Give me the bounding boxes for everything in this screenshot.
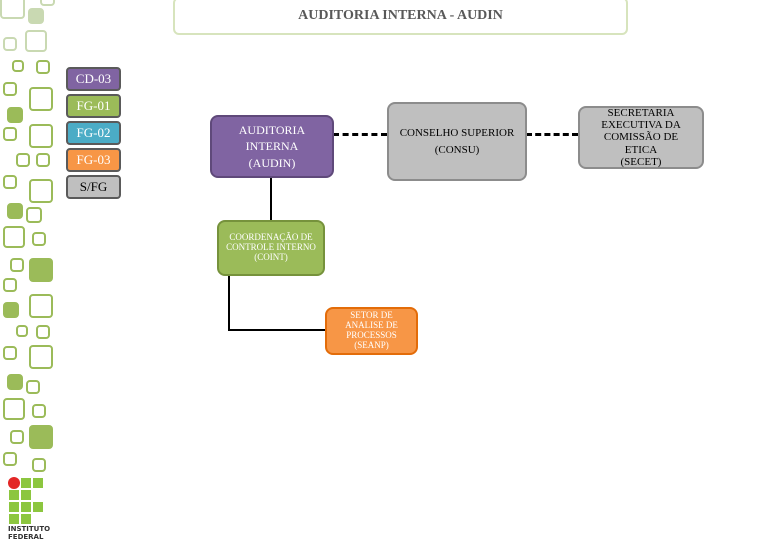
decorative-square [3, 127, 17, 141]
legend-s-fg: S/FG [66, 175, 121, 199]
decorative-square [3, 175, 17, 189]
decorative-square [32, 404, 46, 418]
decorative-square [36, 60, 50, 74]
connector-coint-seanp-h [228, 329, 326, 331]
decorative-square [3, 278, 17, 292]
decorative-square [29, 425, 53, 449]
logo-text-line1: INSTITUTO [8, 525, 51, 533]
decorative-square [29, 87, 53, 111]
decorative-square [3, 302, 19, 318]
decorative-square [10, 430, 24, 444]
decorative-square [29, 258, 53, 282]
decorative-square [7, 107, 23, 123]
legend-fg-01: FG-01 [66, 94, 121, 118]
node-name: AUDITORIA INTERNA [238, 123, 306, 154]
node-seanp[interactable]: SETOR DE ANALISE DE PROCESSOS (SEANP) [325, 307, 418, 355]
decorative-square [26, 380, 40, 394]
decorative-square [7, 374, 23, 390]
page-title: AUDITORIA INTERNA - AUDIN [173, 0, 628, 35]
node-code: (SECET) [620, 155, 662, 168]
node-audin[interactable]: AUDITORIA INTERNA (AUDIN) [210, 115, 334, 178]
node-code: (CONSU) [434, 143, 480, 156]
decorative-square [29, 124, 53, 148]
decorative-square [32, 458, 46, 472]
connector-coint-seanp-v [228, 275, 230, 331]
node-name: SETOR DE ANALISE DE PROCESSOS [345, 310, 398, 340]
decorative-square [0, 0, 25, 19]
decorative-square [7, 203, 23, 219]
decorative-square [25, 30, 47, 52]
decorative-square [36, 153, 50, 167]
node-code: (COINT) [254, 251, 288, 262]
node-code: (AUDIN) [248, 155, 296, 170]
decorative-square [3, 398, 25, 420]
decorative-square [16, 153, 30, 167]
decorative-square [26, 207, 42, 223]
decorative-square [16, 325, 28, 337]
decorative-square [29, 179, 53, 203]
node-secet[interactable]: SECRETARIA EXECUTIVA DA COMISSÃO DE ETIC… [578, 106, 704, 169]
decorative-square [36, 325, 50, 339]
logo-red-dot [8, 477, 20, 489]
decorative-square [10, 258, 24, 272]
decorative-square [3, 452, 17, 466]
node-coint[interactable]: COORDENAÇÃO DE CONTROLE INTERNO (COINT) [217, 220, 325, 276]
decorative-square [29, 294, 53, 318]
node-name: COORDENAÇÃO DE CONTROLE INTERNO [226, 232, 316, 253]
decorative-square [3, 226, 25, 248]
decorative-square [3, 37, 17, 51]
legend-cd-03: CD-03 [66, 67, 121, 91]
decorative-square [28, 8, 44, 24]
node-name: CONSELHO SUPERIOR [399, 127, 515, 139]
connector-audin-consu [333, 133, 387, 136]
decorative-square [3, 346, 17, 360]
connector-consu-secet [526, 133, 578, 136]
decorative-square [40, 0, 55, 6]
node-consu[interactable]: CONSELHO SUPERIOR (CONSU) [387, 102, 527, 181]
connector-audin-coint [270, 177, 272, 220]
decorative-square [32, 232, 46, 246]
node-name: SECRETARIA EXECUTIVA DA COMISSÃO DE ETIC… [601, 107, 681, 156]
legend-fg-03: FG-03 [66, 148, 121, 172]
node-code: (SEANP) [354, 339, 389, 350]
logo-text-line2: FEDERAL [8, 533, 44, 541]
decorative-square [29, 345, 53, 369]
decorative-square [3, 82, 17, 96]
decorative-square [12, 60, 24, 72]
legend-fg-02: FG-02 [66, 121, 121, 145]
